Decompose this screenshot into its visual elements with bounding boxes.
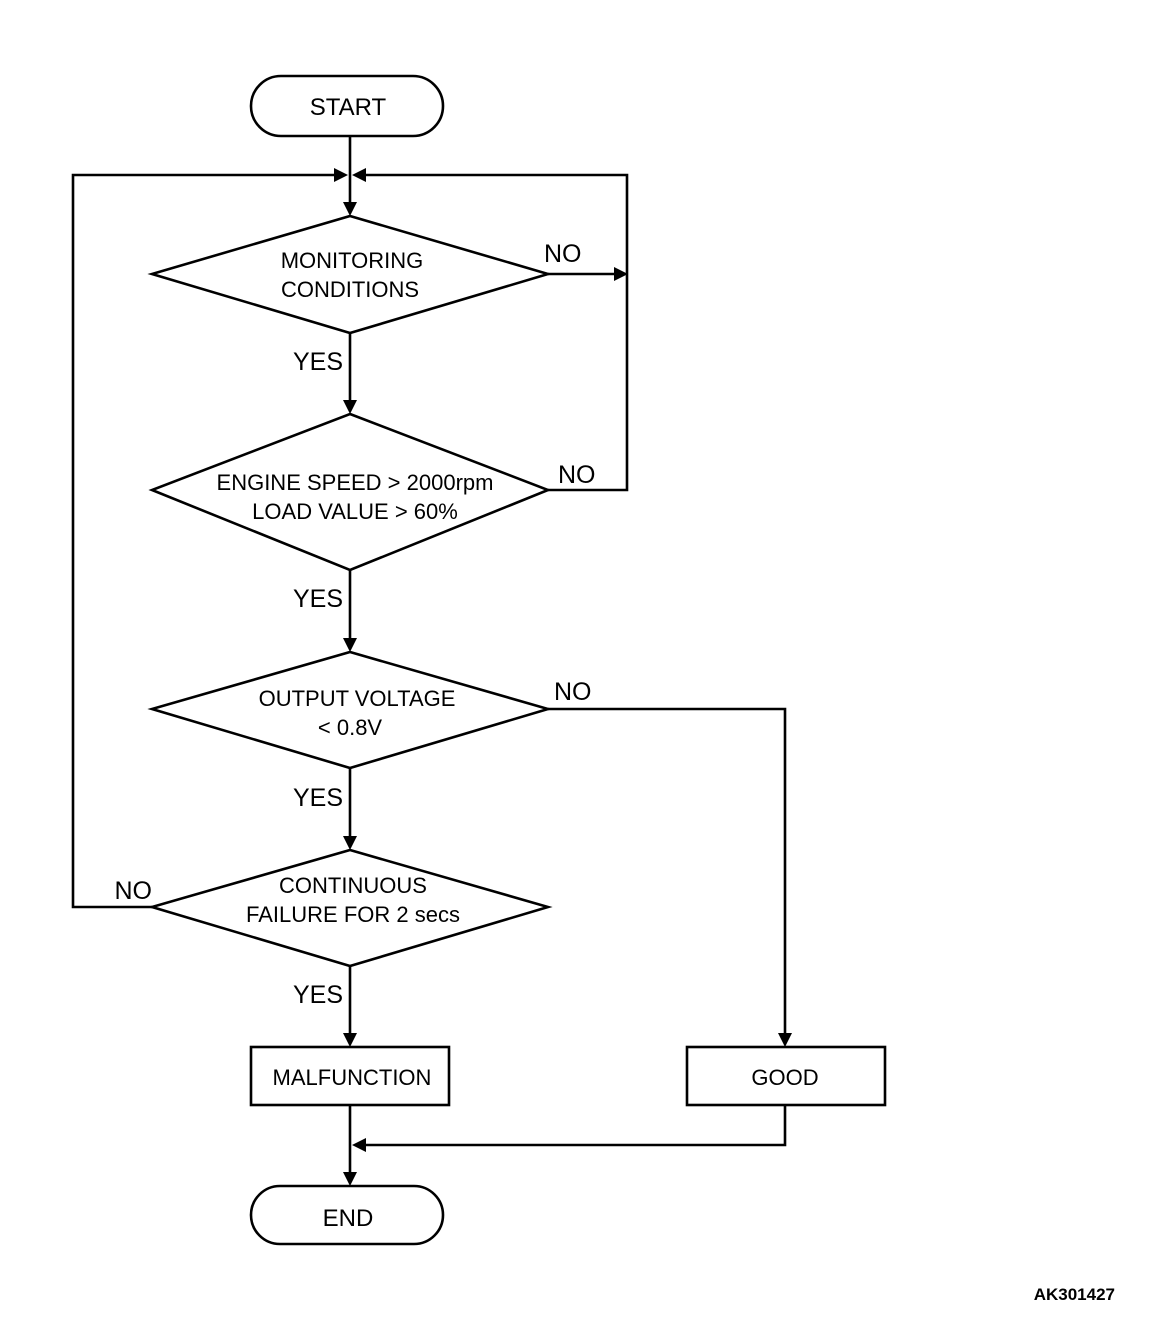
decision-engine-speed-shape <box>148 412 552 572</box>
arrowhead-into-engine-speed <box>343 400 357 414</box>
decision-monitoring-conditions: MONITORING CONDITIONS NO YES <box>147 214 582 376</box>
arrowhead-into-end <box>343 1172 357 1186</box>
connector-output-voltage-no <box>548 707 787 1035</box>
arrowheads <box>334 168 792 1186</box>
connectors <box>71 136 787 1174</box>
arrowhead-into-output-voltage <box>343 638 357 652</box>
malfunction-box <box>249 1045 451 1107</box>
decision-engine-speed: ENGINE SPEED > 2000rpm LOAD VALUE > 60% … <box>148 412 596 613</box>
arrowhead-into-monitoring <box>343 202 357 216</box>
decision-engine-speed-yes-label: YES <box>293 585 343 613</box>
decision-output-voltage-no-label: NO <box>554 678 592 706</box>
decision-engine-speed-line-1: ENGINE SPEED > 2000rpm <box>217 470 494 495</box>
decision-continuous-failure-line-2: FAILURE FOR 2 secs <box>246 902 460 927</box>
decision-output-voltage-line-1: OUTPUT VOLTAGE <box>259 686 456 711</box>
loop-continuous-failure-no <box>71 173 336 909</box>
arrowhead-loop-right-return <box>352 168 366 182</box>
start-terminal: START <box>249 74 445 138</box>
decision-monitoring-no-label: NO <box>544 240 582 268</box>
decision-continuous-failure-yes-label: YES <box>293 981 343 1009</box>
end-terminal: END <box>249 1184 445 1246</box>
decision-monitoring-shape <box>147 214 553 335</box>
result-malfunction: MALFUNCTION <box>249 1045 451 1107</box>
start-shape <box>249 74 445 138</box>
decision-continuous-failure-line-1: CONTINUOUS <box>279 873 427 898</box>
figure-id: AK301427 <box>1034 1285 1115 1304</box>
arrowhead-good-return <box>352 1138 366 1152</box>
decision-output-voltage: OUTPUT VOLTAGE < 0.8V NO YES <box>147 650 592 812</box>
decision-engine-speed-line-2: LOAD VALUE > 60% <box>252 499 458 524</box>
end-label: END <box>323 1205 374 1232</box>
arrowhead-into-continuous-failure <box>343 836 357 850</box>
arrowhead-into-good <box>778 1033 792 1047</box>
loop-engine-speed-no <box>366 173 629 492</box>
decision-continuous-failure-shape <box>147 848 553 968</box>
decision-monitoring-line-1: MONITORING <box>281 248 424 273</box>
malfunction-label: MALFUNCTION <box>273 1065 432 1090</box>
decision-monitoring-line-2: CONDITIONS <box>281 277 419 302</box>
decision-monitoring-yes-label: YES <box>293 348 343 376</box>
decision-continuous-failure: CONTINUOUS FAILURE FOR 2 secs NO YES <box>115 848 553 1009</box>
connector-good-to-end <box>366 1105 787 1147</box>
decision-output-voltage-shape <box>147 650 553 770</box>
arrowhead-monitoring-no-right <box>614 267 628 281</box>
start-label: START <box>310 94 387 121</box>
result-good: GOOD <box>685 1045 887 1107</box>
decision-continuous-failure-no-label: NO <box>115 877 153 905</box>
end-shape <box>249 1184 445 1246</box>
arrowhead-loop-left-return <box>334 168 348 182</box>
decision-output-voltage-yes-label: YES <box>293 784 343 812</box>
decision-engine-speed-no-label: NO <box>558 461 596 489</box>
good-label: GOOD <box>751 1065 818 1090</box>
decision-output-voltage-line-2: < 0.8V <box>318 715 383 740</box>
arrowhead-into-malfunction <box>343 1033 357 1047</box>
good-box <box>685 1045 887 1107</box>
